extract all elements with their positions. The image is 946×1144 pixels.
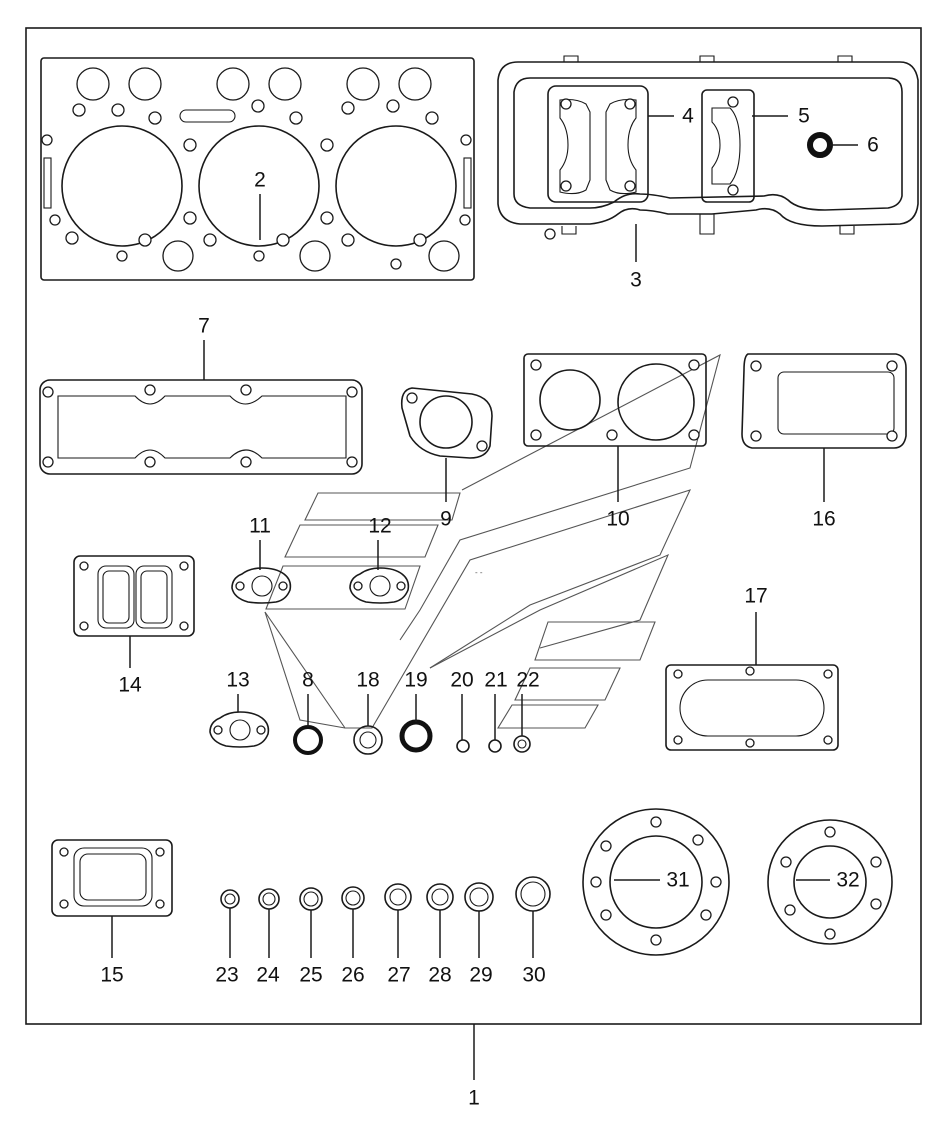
callout-13: 13	[226, 669, 249, 692]
callout-11: 11	[249, 515, 271, 538]
callout-12: 12	[368, 515, 391, 538]
part-15-flange-gasket	[51, 839, 173, 917]
callout-32: 32	[836, 869, 859, 892]
part-14-twin-port-gasket	[73, 555, 195, 637]
callout-1: 1	[468, 1087, 480, 1110]
callout-28: 28	[428, 964, 451, 987]
washers-23-30	[220, 876, 551, 912]
part-20-ring	[456, 739, 470, 753]
part-31-round-flange-gasket	[582, 808, 730, 956]
callout-16: 16	[812, 508, 835, 531]
part-4-cover-gasket	[547, 85, 649, 203]
part-18-washer	[353, 725, 383, 755]
callout-2: 2	[254, 169, 266, 192]
part-17-oval-port-gasket	[665, 664, 839, 751]
callout-labels: 1 2 3 4 5 6 7 8 9 10 11 12 13 14 15 16 1…	[100, 105, 879, 1110]
callout-21: 21	[484, 669, 507, 692]
callout-4: 4	[682, 105, 694, 128]
part-13-small-gasket	[209, 711, 270, 748]
callout-23: 23	[215, 964, 238, 987]
part-12-small-gasket	[349, 567, 410, 604]
callout-6: 6	[867, 134, 879, 157]
leader-lines	[111, 115, 858, 1080]
part-7-long-gasket	[39, 379, 363, 475]
part-9-flange-gasket	[400, 387, 493, 459]
callout-9: 9	[440, 508, 452, 531]
callout-20: 20	[450, 669, 473, 692]
callout-17: 17	[744, 585, 767, 608]
callout-19: 19	[404, 669, 427, 692]
callout-27: 27	[387, 964, 410, 987]
callout-25: 25	[299, 964, 322, 987]
callout-31: 31	[666, 869, 689, 892]
part-11-small-gasket	[231, 567, 292, 604]
callout-10: 10	[606, 508, 629, 531]
callout-15: 15	[100, 964, 123, 987]
callout-5: 5	[798, 105, 810, 128]
part-8-o-ring	[293, 725, 323, 755]
part-32-round-flange-gasket	[767, 819, 893, 945]
part-21-ring	[488, 739, 502, 753]
callout-14: 14	[118, 674, 142, 697]
callout-3: 3	[630, 269, 642, 292]
callout-18: 18	[356, 669, 379, 692]
part-6-seal-ring	[807, 132, 833, 158]
callout-8: 8	[302, 669, 314, 692]
part-3-valve-cover-gasket	[497, 55, 919, 240]
part-19-o-ring	[399, 719, 433, 753]
callout-24: 24	[256, 964, 280, 987]
part-5-cover-gasket	[701, 89, 755, 203]
callout-30: 30	[522, 964, 545, 987]
callout-26: 26	[341, 964, 364, 987]
callout-7: 7	[198, 315, 210, 338]
part-2-head-gasket	[40, 57, 475, 281]
part-22-washer	[513, 735, 531, 753]
part-16-flange-gasket	[741, 353, 907, 449]
part-10-exhaust-gasket	[523, 353, 707, 447]
callout-29: 29	[469, 964, 492, 987]
svg-text:- -: - -	[475, 568, 483, 577]
callout-22: 22	[516, 669, 539, 692]
watermark-logo: - -	[264, 353, 721, 729]
